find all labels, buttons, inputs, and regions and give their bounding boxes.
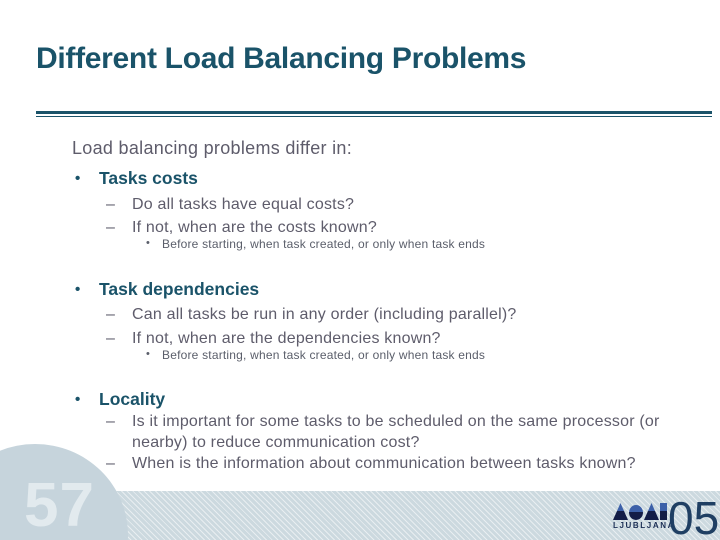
bullet-icon: • [75, 281, 81, 298]
sub-item: – If not, when are the costs known? [106, 217, 377, 238]
slide-title: Different Load Balancing Problems [36, 42, 527, 75]
sub-item: – Can all tasks be run in any order (inc… [106, 304, 517, 325]
bullet-item-label: Tasks costs [99, 168, 198, 188]
circle-icon [629, 505, 643, 520]
sub-item-label: If not, when are the costs known? [132, 219, 377, 236]
dash-icon: – [106, 330, 116, 347]
sub-item: – Do all tasks have equal costs? [106, 194, 354, 215]
bullet-item-tasks-costs: • Tasks costs [75, 168, 198, 189]
bullet-item-task-dependencies: • Task dependencies [75, 279, 259, 300]
bullet-item-locality: • Locality [75, 389, 165, 410]
bullet-item-label: Task dependencies [99, 279, 260, 299]
sub-item: – When is the information about communic… [106, 453, 636, 474]
dash-icon: – [106, 219, 116, 236]
sub-item-label: Can all tasks be run in any order (inclu… [132, 306, 517, 323]
title-rule [36, 111, 712, 117]
note-item: • Before starting, when task created, or… [146, 237, 485, 251]
note-item: • Before starting, when task created, or… [146, 348, 485, 362]
bullet-icon: • [146, 348, 151, 360]
sub-item: – Is it important for some tasks to be s… [106, 411, 682, 453]
dash-icon: – [106, 196, 116, 213]
logo-number: 05 [668, 492, 720, 540]
sub-item-label: When is the information about communicat… [132, 455, 636, 472]
bullet-icon: • [146, 237, 151, 249]
sub-item-label: Do all tasks have equal costs? [132, 196, 355, 213]
intro-text: Load balancing problems differ in: [72, 138, 353, 158]
sub-item-label: Is it important for some tasks to be sch… [132, 413, 660, 451]
logo-city-label: LJUBLJANA [613, 521, 675, 530]
bullet-icon: • [75, 391, 81, 408]
bar-icon [660, 503, 667, 520]
conference-logo: LJUBLJANA [613, 503, 673, 530]
dash-icon: – [106, 455, 116, 472]
triangle-icon [644, 503, 659, 520]
note-item-label: Before starting, when task created, or o… [162, 348, 486, 362]
bullet-item-label: Locality [99, 389, 166, 409]
dash-icon: – [106, 306, 116, 323]
triangle-icon [613, 503, 628, 520]
dash-icon: – [106, 413, 116, 430]
sub-item: – If not, when are the dependencies know… [106, 328, 441, 349]
logo-shapes [613, 503, 673, 520]
page-number: 57 [24, 471, 95, 540]
sub-item-label: If not, when are the dependencies known? [132, 330, 441, 347]
bullet-icon: • [75, 170, 81, 187]
note-item-label: Before starting, when task created, or o… [162, 237, 486, 251]
